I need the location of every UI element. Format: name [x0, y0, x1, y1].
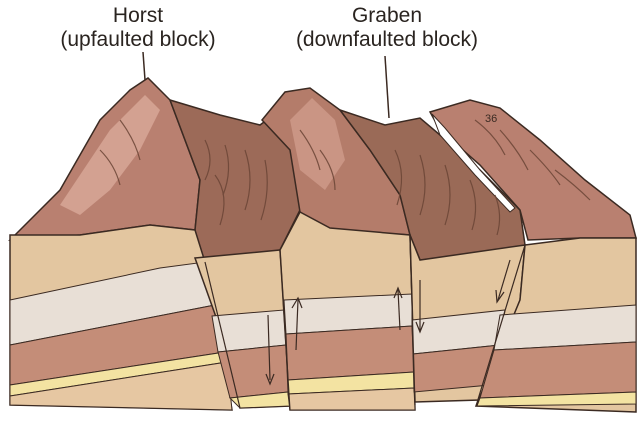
- horst-leader-line: [143, 52, 145, 80]
- dip-annotation: 36: [485, 113, 497, 125]
- left-horst-block: [10, 225, 232, 410]
- middle-horst-block: [280, 212, 415, 410]
- graben-leader-line: [385, 56, 389, 118]
